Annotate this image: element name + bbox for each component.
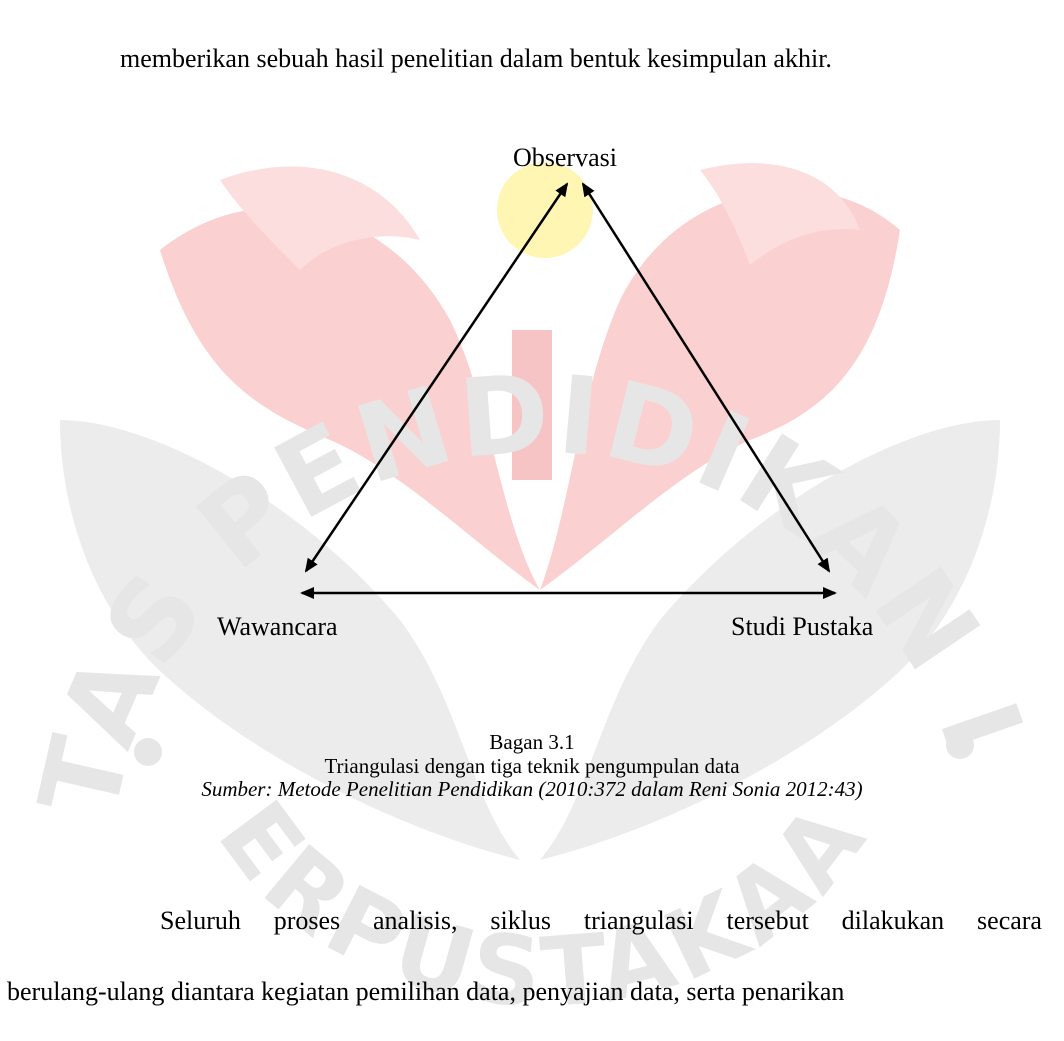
paragraph-top-line: memberikan sebuah hasil penelitian dalam… (120, 44, 832, 73)
watermark-dot-left (134, 738, 162, 766)
paragraph-line-1: Seluruh proses analisis, siklus triangul… (160, 906, 1042, 936)
edge-observasi-wawancara (304, 182, 569, 573)
paragraph-word: analisis, (373, 906, 458, 935)
paragraph-word: triangulasi (583, 906, 694, 935)
watermark-dot-right (946, 731, 974, 759)
paragraph-line-2: berulang-ulang diantara kegiatan pemilih… (7, 977, 845, 1006)
paragraph-word: siklus (490, 906, 552, 935)
figure-label: Bagan 3.1 (489, 730, 575, 754)
figure-title: Triangulasi dengan tiga teknik pengumpul… (324, 754, 740, 778)
paragraph-word: secara (977, 906, 1042, 935)
paragraph-word: tersebut (726, 906, 809, 935)
edge-observasi-studi-pustaka (581, 182, 831, 573)
paragraph-word: proses (273, 906, 341, 935)
node-observasi: Observasi (513, 143, 617, 172)
figure-source: Sumber: Metode Penelitian Pendidikan (20… (201, 777, 863, 801)
watermark-gray-left-leaf (60, 420, 520, 860)
node-studi-pustaka: Studi Pustaka (731, 612, 874, 641)
paragraph-word: dilakukan (841, 906, 945, 935)
watermark-gray-right-leaf (540, 420, 1000, 860)
node-wawancara: Wawancara (217, 612, 338, 641)
paragraph-word: Seluruh (160, 906, 241, 935)
